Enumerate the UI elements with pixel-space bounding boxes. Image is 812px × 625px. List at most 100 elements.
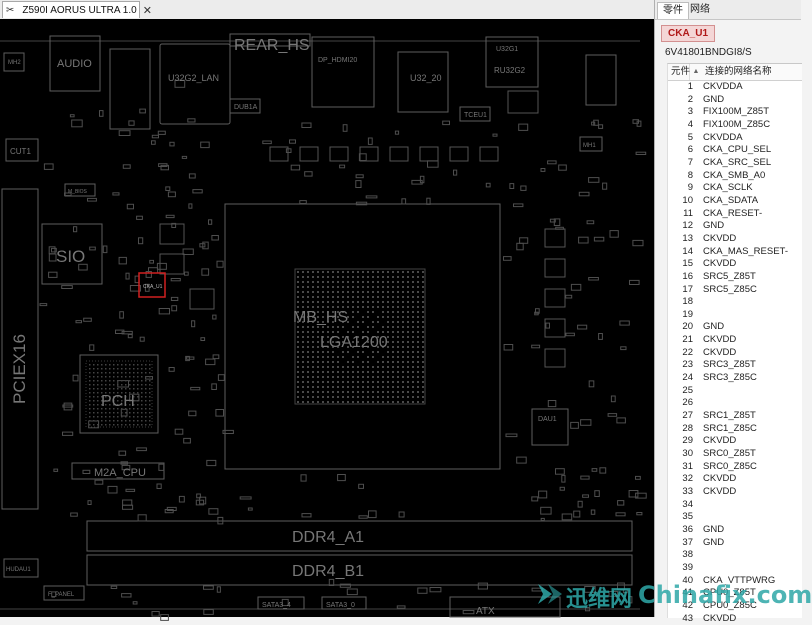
net-name: CKVDD xyxy=(703,232,737,244)
table-row[interactable]: 19 xyxy=(668,309,802,322)
label-audio: AUDIO xyxy=(57,58,92,70)
net-name: CKA_SMB_A0 xyxy=(703,169,766,181)
pin-number: 41 xyxy=(682,587,693,599)
column-header-pin[interactable]: 元件 xyxy=(668,64,690,80)
table-row[interactable]: 26 xyxy=(668,397,802,410)
label-sata4: SATA3_4 xyxy=(262,602,291,609)
net-name: CPU0_Z85C xyxy=(703,599,757,611)
table-row[interactable]: 18 xyxy=(668,296,802,309)
document-tab[interactable]: ✂ Z590I AORUS ULTRA 1.0 ✕ xyxy=(2,1,152,18)
pin-number: 21 xyxy=(682,334,693,346)
tab-parts[interactable]: 零件 xyxy=(657,2,689,19)
net-name xyxy=(703,499,802,512)
pin-number: 29 xyxy=(682,435,693,447)
pin-number: 42 xyxy=(682,599,693,611)
mh1-outline xyxy=(579,136,603,152)
pin-number: 19 xyxy=(682,308,693,320)
label-pciex16: PCIEX16 xyxy=(10,334,29,404)
column-header-net[interactable]: 连接的网络名称 xyxy=(705,66,772,77)
net-name: CKVDD xyxy=(703,486,737,497)
pin-icon[interactable]: ✂ xyxy=(6,4,15,16)
pin-number: 26 xyxy=(682,397,693,409)
label-ddr4-a1: DDR4_A1 xyxy=(292,529,364,546)
sort-asc-icon[interactable]: ▲ xyxy=(692,68,700,75)
table-row[interactable]: 42 CPU0_Z85C xyxy=(668,600,802,613)
net-name: CKVDD xyxy=(703,334,737,346)
table-row[interactable]: 38 xyxy=(668,549,802,562)
table-row[interactable]: 39 xyxy=(668,562,802,575)
pin-number: 24 xyxy=(682,372,693,384)
f-panel-outline xyxy=(43,585,85,601)
label-u32g2-lan: U32G2_LAN xyxy=(168,73,219,83)
board-canvas[interactable]: REAR_HS AUDIO U32G2_LAN DP_HDMI20 U32_20… xyxy=(0,19,654,621)
net-name xyxy=(703,397,802,410)
net-name xyxy=(703,309,802,322)
label-m-bios: M_BIOS xyxy=(68,189,88,195)
net-name: CKVDDA xyxy=(703,131,743,143)
table-row[interactable]: 35 xyxy=(668,511,802,524)
label-dau1: DAU1 xyxy=(538,416,557,423)
pin-number: 13 xyxy=(682,232,693,244)
table-row[interactable]: 25 xyxy=(668,385,802,398)
net-name: SRC1_Z85T xyxy=(703,410,756,422)
table-row[interactable]: 41 CPU0_Z85T xyxy=(668,587,802,600)
close-icon[interactable]: ✕ xyxy=(142,4,152,17)
label-rear-hs: REAR_HS xyxy=(234,37,310,54)
board-view[interactable]: REAR_HS AUDIO U32G2_LAN DP_HDMI20 U32_20… xyxy=(0,19,654,621)
net-name: CKA_RESET- xyxy=(703,207,763,219)
document-tab-bar: ✂ Z590I AORUS ULTRA 1.0 ✕ xyxy=(0,0,654,20)
label-u32-20: U32_20 xyxy=(410,73,442,83)
net-name: SRC0_Z85T xyxy=(703,448,756,460)
table-row[interactable]: 13 CKVDD xyxy=(668,233,802,246)
net-name: CKVDD xyxy=(703,346,737,358)
table-row[interactable]: 34 xyxy=(668,499,802,512)
pin-number: 34 xyxy=(682,498,693,510)
cka-u1-highlight[interactable] xyxy=(138,272,166,298)
net-name: FIX100M_Z85C xyxy=(703,118,771,130)
pin-number: 2 xyxy=(687,93,693,105)
table-row[interactable]: 21 CKVDD xyxy=(668,334,802,347)
part-number: 6V41801BNDGI8/S xyxy=(665,47,752,58)
label-cka-u1: CKA_U1 xyxy=(143,284,163,290)
tab-nets[interactable]: 网络 xyxy=(690,4,710,15)
pin-number: 40 xyxy=(682,574,693,586)
net-name: CPU0_Z85T xyxy=(703,587,756,599)
net-name: SRC1_Z85C xyxy=(703,422,757,434)
pin-number: 23 xyxy=(682,359,693,371)
net-name xyxy=(703,511,802,524)
label-atx: ATX xyxy=(476,606,495,617)
